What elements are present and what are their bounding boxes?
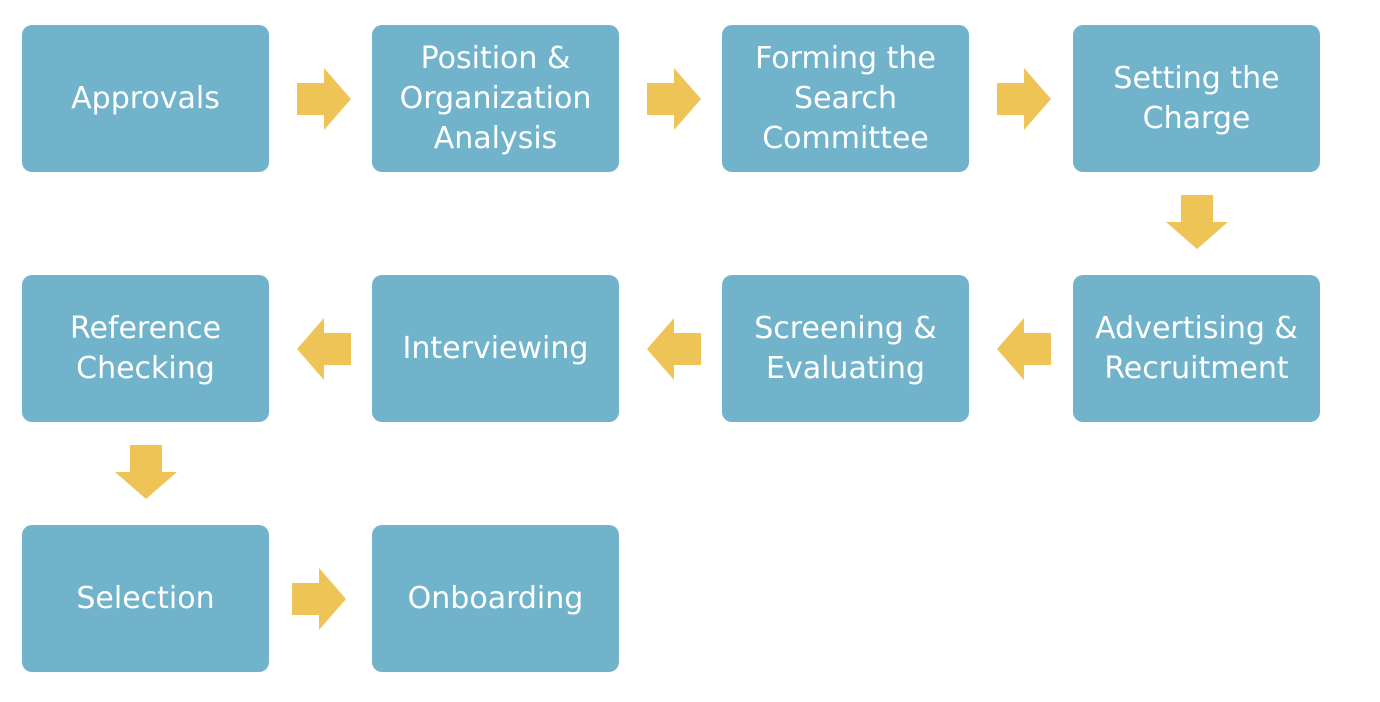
step-forming-search-committee: Forming the Search Committee (722, 25, 969, 172)
arrow-down-icon (1166, 195, 1228, 249)
step-label: Forming the Search Committee (755, 40, 936, 156)
arrow-right-icon (997, 68, 1051, 130)
step-onboarding: Onboarding (372, 525, 619, 672)
step-interviewing: Interviewing (372, 275, 619, 422)
step-approvals: Approvals (22, 25, 269, 172)
step-screening-evaluating: Screening & Evaluating (722, 275, 969, 422)
step-label: Reference Checking (69, 310, 222, 386)
step-advertising-recruitment: Advertising & Recruitment (1073, 275, 1320, 422)
step-setting-the-charge: Setting the Charge (1073, 25, 1320, 172)
step-label: Approvals (71, 80, 220, 116)
step-position-organization-analysis: Position & Organization Analysis (372, 25, 619, 172)
step-reference-checking: Reference Checking (22, 275, 269, 422)
arrow-left-icon (997, 318, 1051, 380)
arrow-left-icon (297, 318, 351, 380)
step-label: Advertising & Recruitment (1095, 310, 1298, 386)
arrow-right-icon (647, 68, 701, 130)
arrow-left-icon (647, 318, 701, 380)
arrow-right-icon (297, 68, 351, 130)
step-label: Position & Organization Analysis (399, 40, 592, 156)
step-label: Setting the Charge (1113, 60, 1280, 136)
arrow-down-icon (115, 445, 177, 499)
step-label: Onboarding (407, 580, 584, 616)
step-label: Screening & Evaluating (754, 310, 937, 386)
arrow-right-icon (292, 568, 346, 630)
step-label: Selection (76, 580, 215, 616)
step-label: Interviewing (402, 330, 589, 366)
step-selection: Selection (22, 525, 269, 672)
